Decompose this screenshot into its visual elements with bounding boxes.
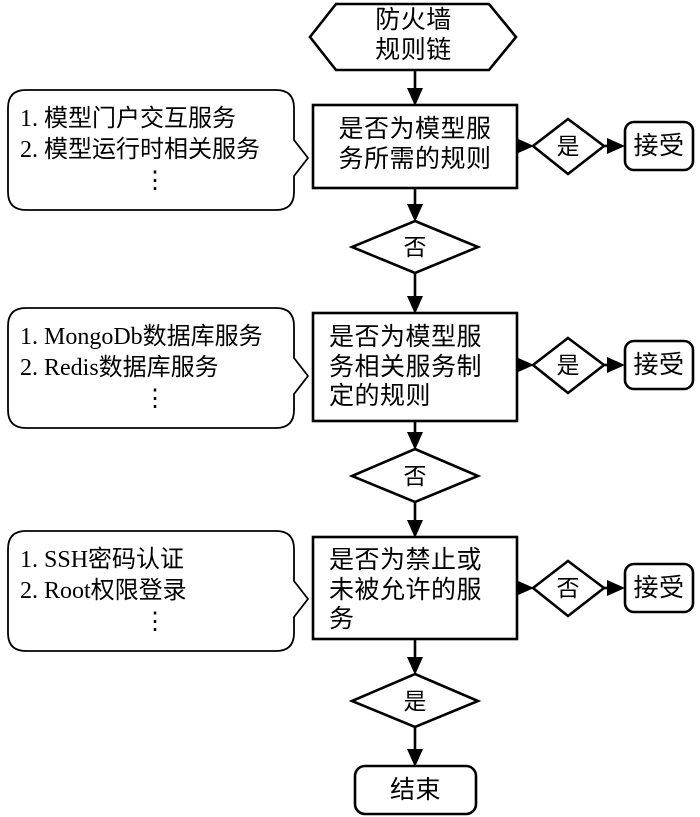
arrowhead-no1-to-box2: [407, 296, 423, 314]
diamond-no-1[interactable]: [348, 219, 482, 275]
end-box[interactable]: [353, 764, 478, 816]
arrowhead-box3-to-no3: [516, 580, 534, 596]
arrowhead-yes1-to-accept1: [607, 138, 625, 154]
arrowhead-yes2-to-accept2: [607, 357, 625, 373]
decision-box-3[interactable]: [311, 535, 519, 641]
diamond-yes-1[interactable]: [530, 117, 607, 176]
callout-bubble-2[interactable]: [7, 307, 309, 429]
arrowhead-box3-to-yes3: [407, 657, 423, 675]
accept-box-3[interactable]: [623, 562, 695, 614]
accept-box-1[interactable]: [623, 120, 695, 172]
callout-bubble-3[interactable]: [7, 530, 309, 652]
arrowhead-box1-to-yes1: [516, 138, 534, 154]
diamond-no-2[interactable]: [348, 447, 482, 504]
accept-box-2[interactable]: [623, 339, 695, 391]
arrowhead-box2-to-yes2: [516, 357, 534, 373]
diamond-no-3[interactable]: [530, 559, 607, 618]
arrowhead-box1-to-no1: [407, 204, 423, 222]
callout-bubble-1[interactable]: [7, 89, 309, 211]
arrowhead-no2-to-box3: [407, 520, 423, 538]
diamond-yes-3[interactable]: [348, 672, 482, 729]
arrowhead-start-to-box1: [407, 88, 423, 106]
arrowhead-no3-to-accept3: [607, 580, 625, 596]
diamond-yes-2[interactable]: [530, 336, 607, 395]
decision-box-2[interactable]: [311, 311, 519, 423]
arrowhead-box2-to-no2: [407, 432, 423, 450]
start-hexagon[interactable]: [308, 2, 518, 72]
arrowhead-yes3-to-end: [407, 749, 423, 767]
decision-box-1[interactable]: [311, 103, 519, 190]
